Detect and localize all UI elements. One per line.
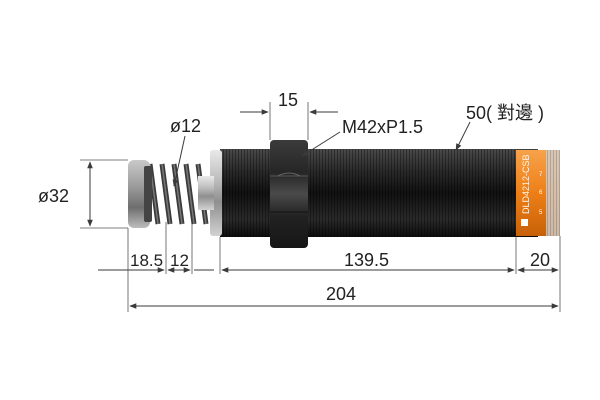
model-label: DLD4212-CSB	[521, 154, 531, 214]
scale-mark-7: 7	[539, 172, 543, 178]
return-spring	[147, 163, 214, 225]
dim-rod-diameter: ø12	[170, 116, 201, 136]
dim-spring-gap: 12	[170, 251, 189, 270]
dim-outer-diameter: ø32	[38, 186, 69, 206]
dim-rod-protrusion: 18.5	[130, 251, 163, 270]
dim-total-length: 204	[326, 284, 356, 304]
lock-nut	[270, 140, 308, 248]
dimension-lines	[80, 102, 561, 312]
scale-mark-5: 5	[539, 210, 543, 216]
dim-cap-length: 20	[530, 250, 550, 270]
dim-across-flats: 50( 對邊 )	[466, 103, 544, 123]
dim-thread-spec: M42xP1.5	[342, 117, 423, 137]
scale-mark-6: 6	[539, 190, 543, 196]
body-collar	[210, 150, 222, 236]
dim-body-length: 139.5	[344, 250, 389, 270]
dim-nut-width: 15	[278, 90, 298, 110]
brand-logo	[521, 219, 528, 226]
shock-absorber: DLD4212-CSB 5 6 7	[128, 140, 560, 248]
